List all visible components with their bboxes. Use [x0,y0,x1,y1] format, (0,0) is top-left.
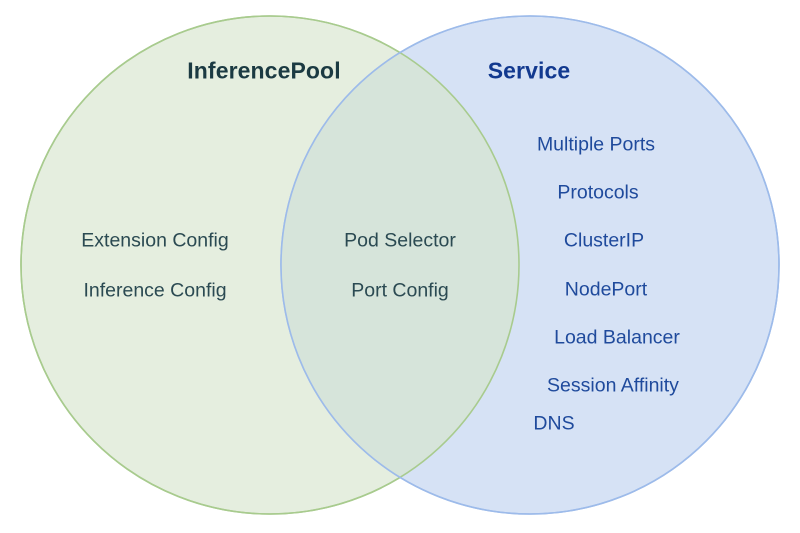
inferencepool-item: Inference Config [83,279,227,302]
service-item: Session Affinity [547,374,679,397]
circle-service-outline [280,15,780,515]
service-item: Load Balancer [554,326,680,349]
service-item: NodePort [564,278,648,301]
overlap-item: Pod Selector [344,229,456,252]
overlap-item: Port Config [351,279,449,302]
service-title: Service [487,57,571,84]
circle-inferencepool-outline [20,15,520,515]
inferencepool-title: InferencePool [187,57,341,84]
service-item: ClusterIP [563,229,645,252]
overlap-region [281,16,519,514]
service-item: Multiple Ports [536,133,656,156]
inferencepool-item: Extension Config [81,229,229,252]
service-item: Protocols [557,181,639,204]
service-item: DNS [533,412,575,435]
